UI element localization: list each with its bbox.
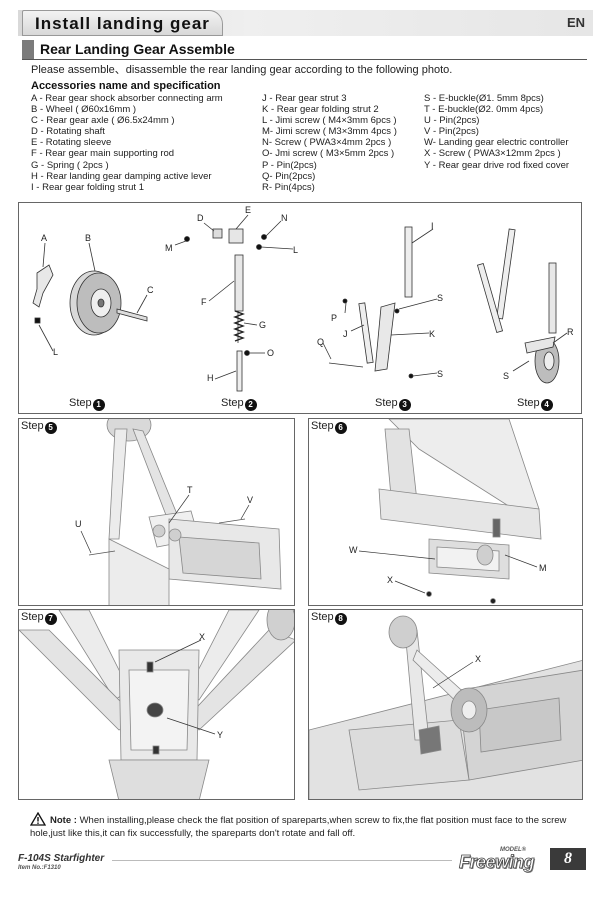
callout-label: L [53, 347, 58, 357]
callout-label: S [503, 371, 509, 381]
accessories-column-2: J - Rear gear strut 3 K - Rear gear fold… [262, 93, 397, 193]
intro-text: Please assemble、disassemble the rear lan… [31, 64, 453, 76]
callout-label: J [343, 329, 348, 339]
callout-label: M [539, 563, 547, 573]
accessories-column-3: S - E-buckle(Ø1. 5mm 8pcs) T - E-buckle(… [424, 93, 569, 171]
accessory-item: Q- Pin(2pcs) [262, 170, 316, 182]
callout-label: M [165, 243, 173, 253]
accessory-item: B - Wheel ( Ø60x16mm ) [31, 104, 137, 116]
accessory-item: N- Screw ( PWA3×4mm 2pcs ) [262, 137, 392, 149]
accessory-item: O- Jmi screw ( M3×5mm 2pcs ) [262, 148, 395, 160]
callout-label: X [199, 632, 205, 642]
callout-label: F [201, 297, 207, 307]
callout-label: G [259, 320, 266, 330]
step7-illustration: X Y [19, 610, 294, 799]
accessory-item: R- Pin(4pcs) [262, 181, 315, 193]
accessory-item: G - Spring ( 2pcs ) [31, 159, 109, 171]
accessory-item: X - Screw ( PWA3×12mm 2pcs ) [424, 148, 561, 160]
callout-label: B [85, 233, 91, 243]
callout-label: I [431, 221, 434, 231]
note: Note : When installing,please check the … [30, 815, 585, 840]
callout-label: N [281, 213, 288, 223]
step6-illustration: W X M [349, 419, 547, 604]
step5-illustration: T U V [75, 419, 282, 605]
callout-label: Y [217, 730, 223, 740]
accessories-title: Accessories name and specification [31, 80, 221, 92]
callout-label: A [41, 233, 47, 243]
page-number: 8 [550, 848, 586, 870]
page-title: Install landing gear [22, 10, 223, 36]
callout-label: W [349, 545, 358, 555]
accessory-item: C - Rear gear axle ( Ø6.5x24mm ) [31, 115, 175, 127]
callout-label: P [331, 313, 337, 323]
accessory-item: S - E-buckle(Ø1. 5mm 8pcs) [424, 93, 544, 104]
section-title: Rear Landing Gear Assemble [40, 41, 235, 57]
warning-icon [30, 812, 46, 826]
callout-label: L [293, 245, 298, 255]
callout-label: Q [317, 337, 324, 347]
footer-brand-mark: MODEL® [500, 847, 527, 853]
steps-1-4-illustration: A B C L D E N M L F G O H I P S J K Q S … [32, 205, 574, 392]
accessory-item: P - Pin(2pcs) [262, 159, 317, 171]
callout-label: R [567, 327, 574, 337]
callout-label: X [387, 575, 393, 585]
callout-label: D [197, 213, 204, 223]
callout-label: S [437, 369, 443, 379]
accessory-item: U - Pin(2pcs) [424, 115, 480, 127]
accessory-item: V - Pin(2pcs) [424, 126, 479, 138]
footer-model: F-104S Starfighter [18, 853, 105, 864]
step8-illustration: X [309, 615, 582, 799]
callout-label: E [245, 205, 251, 215]
callout-label: X [475, 654, 481, 664]
accessory-item: M- Jimi screw ( M3×3mm 4pcs ) [262, 126, 397, 138]
accessory-item: W- Landing gear electric controller [424, 137, 569, 149]
callout-label: C [147, 285, 154, 295]
accessory-item: L - Jimi screw ( M4×3mm 6pcs ) [262, 115, 397, 127]
footer-brand-logo: Freewing [459, 852, 535, 873]
step1-parts-drawing [32, 242, 148, 352]
footer-item-number: Item No.:F1310 [18, 865, 61, 871]
callout-label: K [429, 329, 435, 339]
callout-label: S [437, 293, 443, 303]
callout-label: O [267, 348, 274, 358]
accessory-item: F - Rear gear main supporting rod [31, 148, 175, 160]
note-text: When installing,please check the flat po… [30, 815, 567, 839]
language-badge: EN [566, 15, 585, 30]
accessory-item: A - Rear gear shock absorber connecting … [31, 93, 223, 104]
callout-label: H [207, 373, 214, 383]
accessory-item: T - E-buckle(Ø2. 0mm 4pcs) [424, 104, 544, 116]
accessory-item: J - Rear gear strut 3 [262, 93, 347, 104]
accessories-column-1: A - Rear gear shock absorber connecting … [31, 93, 223, 193]
steps-1-4-panel: A B C L D E N M L F G O H I P S J K Q S … [18, 202, 582, 414]
note-label: Note : [50, 815, 77, 826]
step3-parts-drawing [322, 226, 438, 379]
footer-divider [112, 860, 452, 861]
accessory-item: K - Rear gear folding strut 2 [262, 104, 379, 116]
section-marker [22, 40, 34, 59]
accessory-item: I - Rear gear folding strut 1 [31, 181, 144, 193]
accessory-item: Y - Rear gear drive rod fixed cover [424, 159, 570, 171]
step4-parts-drawing [476, 228, 568, 384]
section-divider [22, 59, 587, 60]
accessory-item: D - Rotating shaft [31, 126, 105, 138]
step2-parts-drawing [174, 214, 294, 392]
callout-label: U [75, 519, 82, 529]
accessory-item: H - Rear landing gear damping active lev… [31, 170, 212, 182]
callout-label: T [187, 485, 193, 495]
callout-label: V [247, 495, 253, 505]
accessory-item: E - Rotating sleeve [31, 137, 112, 149]
